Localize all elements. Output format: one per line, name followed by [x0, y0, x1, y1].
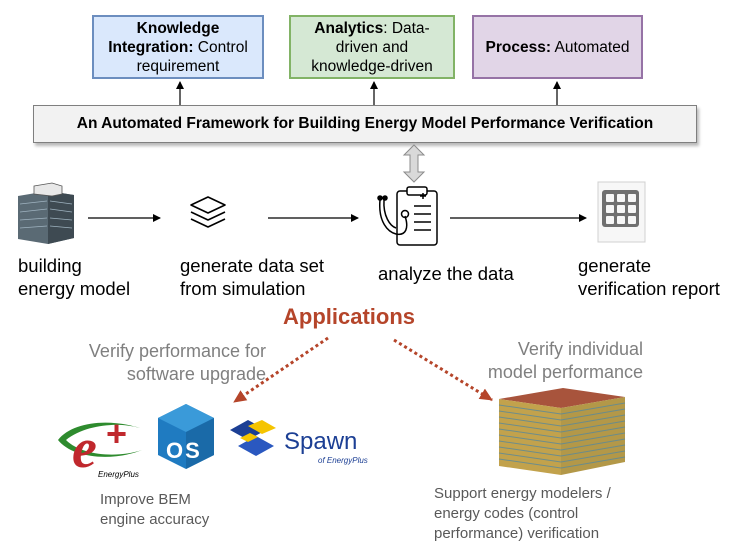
step-generate-data-label: generate data set from simulation: [180, 254, 324, 300]
building-icon: [18, 182, 74, 244]
left-caption-line2: engine accuracy: [100, 511, 210, 528]
energyplus-small-label: EnergyPlus: [98, 470, 139, 479]
layers-icon: [190, 196, 226, 228]
svg-text:e: e: [72, 418, 97, 480]
svg-text:+: +: [106, 413, 127, 454]
spawn-logo-subtext: of EnergyPlus: [318, 456, 368, 465]
step-building-label: building energy model: [18, 254, 130, 300]
framework-to-boxes-arrows: [176, 81, 561, 105]
left-application-line1: Verify performance for: [88, 341, 266, 361]
os-logo-text: OS: [166, 438, 202, 463]
step-report-label: generate verification report: [578, 254, 720, 300]
right-application-label: Verify individual model performance: [470, 338, 643, 384]
knowledge-integration-heading: Knowledge Integration:: [108, 19, 220, 56]
application-arrows: [233, 336, 493, 404]
step-analyze-line1: analyze the data: [378, 263, 514, 284]
applications-title: Applications: [283, 304, 416, 329]
left-application-label: Verify performance for software upgrade: [66, 340, 266, 386]
left-application-caption: Improve BEM engine accuracy: [100, 490, 209, 530]
process-box: Process: Automated: [472, 15, 643, 79]
step-generate-data-line2: from simulation: [180, 278, 306, 299]
step-report-line1: generate: [578, 255, 652, 276]
right-caption-line1: Support energy modelers /: [434, 485, 611, 502]
right-caption-line2: energy codes (control: [434, 505, 579, 522]
right-application-line2: model performance: [487, 362, 643, 382]
knowledge-integration-box: Knowledge Integration: Control requireme…: [92, 15, 264, 79]
right-application-line1: Verify individual: [517, 339, 643, 359]
left-application-line2: software upgrade: [126, 364, 266, 384]
left-caption-line1: Improve BEM: [100, 491, 191, 508]
double-arrow-icon: [402, 144, 426, 183]
step-report-line2: verification report: [578, 278, 720, 299]
openstudio-logo-icon: OS: [158, 404, 214, 469]
step-generate-data-line1: generate data set: [180, 255, 324, 276]
process-text: Automated: [551, 38, 630, 56]
step-analyze-label: analyze the data: [378, 262, 514, 285]
step-building-line1: building: [18, 255, 82, 276]
analytics-box: Analytics: Data-driven and knowledge-dri…: [289, 15, 455, 79]
knowledge-integration-text: Control requirement: [136, 38, 248, 75]
grid-report-icon: [597, 181, 646, 243]
right-caption-line3: performance) verification: [434, 525, 600, 542]
spawn-logo-icon: Spawn of EnergyPlus: [230, 420, 368, 465]
stethoscope-clipboard-icon: [377, 186, 438, 246]
spawn-logo-text: Spawn: [284, 428, 357, 455]
building-model-icon: [498, 388, 626, 475]
analytics-heading: Analytics: [314, 19, 384, 37]
right-application-caption: Support energy modelers / energy codes (…: [434, 484, 611, 544]
analytics-text: : Data-driven and knowledge-driven: [311, 19, 433, 75]
process-heading: Process:: [485, 38, 552, 56]
framework-title-bar: An Automated Framework for Building Ener…: [33, 105, 697, 143]
step-building-line2: energy model: [18, 278, 131, 299]
energyplus-logo-icon: e + EnergyPlus: [58, 413, 142, 480]
